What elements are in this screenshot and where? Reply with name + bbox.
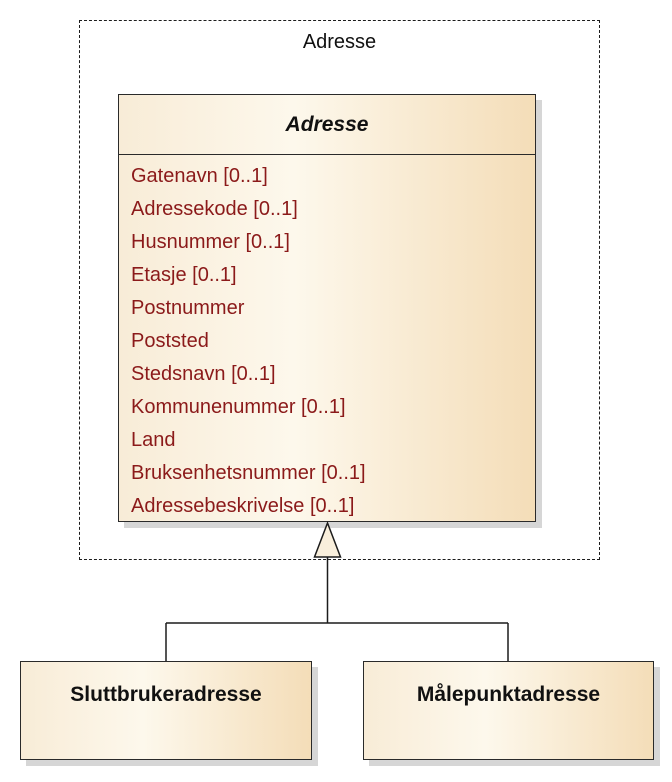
class-node-sluttbrukeradresse[interactable]: Sluttbrukeradresse: [20, 661, 312, 760]
class-title: Adresse: [285, 112, 369, 136]
class-node-adresse[interactable]: Adresse Gatenavn [0..1] Adressekode [0..…: [118, 94, 536, 522]
attribute-row: Poststed: [131, 330, 209, 352]
subclass-title: Målepunktadresse: [416, 683, 601, 706]
attribute-row: Kommunenummer [0..1]: [131, 396, 346, 418]
attribute-row: Husnummer [0..1]: [131, 231, 290, 253]
attribute-row: Postnummer: [131, 297, 245, 319]
attribute-row: Gatenavn [0..1]: [131, 165, 268, 187]
attribute-row: Adressekode [0..1]: [131, 198, 298, 220]
attribute-row: Land: [131, 429, 176, 451]
package-frame: [79, 20, 600, 560]
attribute-row: Bruksenhetsnummer [0..1]: [131, 462, 366, 484]
attribute-row: Stedsnavn [0..1]: [131, 363, 276, 385]
subclass-title: Sluttbrukeradresse: [70, 683, 262, 706]
package-frame-label: Adresse: [302, 31, 377, 53]
attribute-row: Etasje [0..1]: [131, 264, 237, 286]
class-node-malepunktadresse[interactable]: Målepunktadresse: [363, 661, 654, 760]
class-attribute-list: Gatenavn [0..1] Adressekode [0..1] Husnu…: [119, 155, 535, 523]
class-header: Adresse: [119, 95, 535, 155]
attribute-row: Adressebeskrivelse [0..1]: [131, 495, 355, 517]
